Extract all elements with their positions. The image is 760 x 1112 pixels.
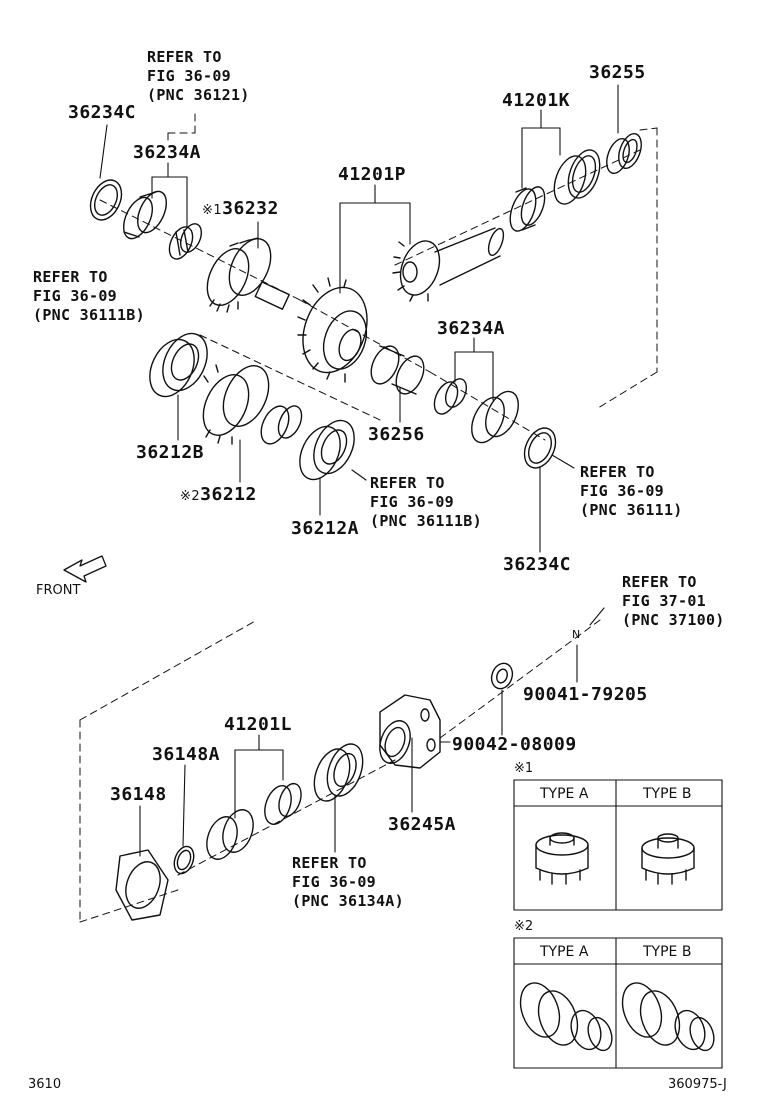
bearing-race-36234A-top <box>122 190 168 240</box>
note-mark-2: ※2 <box>180 489 201 504</box>
refer-line-1: REFER TO <box>147 48 222 66</box>
inset-1-type-b: TYPE B <box>643 786 692 802</box>
race-36234A-mid <box>471 390 519 444</box>
refer-line-2: FIG 37-01 <box>622 592 706 610</box>
race-41201L <box>206 809 254 860</box>
part-label-36256: 36256 <box>368 424 425 445</box>
inset-2-gear-a <box>519 982 613 1052</box>
race-41201K <box>553 149 601 205</box>
part-label-36148: 36148 <box>110 784 167 805</box>
refer-box-pnc-37100: REFER TO FIG 37-01 (PNC 37100) <box>622 573 725 630</box>
refer-line-3: (PNC 37100) <box>622 611 725 629</box>
part-label-36234A-top: 36234A <box>133 142 202 163</box>
refer-line-3: (PNC 36111B) <box>33 306 145 324</box>
n-mark: N <box>572 628 581 641</box>
front-label: FRONT <box>36 583 81 598</box>
part-number: 36212 <box>200 484 257 505</box>
front-arrow-icon <box>63 555 107 583</box>
spacer-36256 <box>370 345 425 395</box>
leader-lines <box>99 84 619 857</box>
refer-box-pnc-36121: REFER TO FIG 36-09 (PNC 36121) <box>147 48 250 105</box>
refer-line-3: (PNC 36121) <box>147 86 250 104</box>
ring-gear-41201P <box>297 277 368 383</box>
gasket-36148 <box>115 849 169 921</box>
note-mark-1: ※1 <box>202 203 223 218</box>
inset-2-frame <box>513 937 723 1069</box>
refer-line-3: (PNC 36111B) <box>370 512 482 530</box>
roller-bearing-41201L <box>264 782 302 825</box>
centerline-upper <box>99 109 658 441</box>
refer-box-pnc-36111: REFER TO FIG 36-09 (PNC 36111) <box>580 463 683 520</box>
part-label-36212A: 36212A <box>291 518 360 539</box>
washer-90042 <box>490 662 514 690</box>
part-label-36234A-mid: 36234A <box>437 318 506 339</box>
inset-2-type-a: TYPE A <box>540 944 589 960</box>
case-36245A <box>379 694 441 769</box>
part-label-36234C-mid: 36234C <box>503 554 572 575</box>
bearing-41201K <box>509 186 546 232</box>
refer-line-2: FIG 36-09 <box>370 493 454 511</box>
refer-line-1: REFER TO <box>370 474 445 492</box>
part-label-36232: ※136232 <box>202 200 279 218</box>
roller-bearing-36234A-top <box>168 223 203 260</box>
refer-line-2: FIG 36-09 <box>147 67 231 85</box>
refer-box-pnc-36111b-upper: REFER TO FIG 36-09 (PNC 36111B) <box>33 268 145 325</box>
seal-36148A <box>173 845 195 875</box>
ball-bearing-36212B <box>149 332 208 398</box>
part-label-90042-08009: 90042-08009 <box>452 734 577 755</box>
inset-2-mark: ※2 <box>514 919 534 934</box>
refer-line-2: FIG 36-09 <box>292 873 376 891</box>
part-label-36212: ※236212 <box>180 486 257 504</box>
footer-illustration-code: 360975-J <box>668 1077 727 1092</box>
refer-line-3: (PNC 36134A) <box>292 892 404 910</box>
refer-line-1: REFER TO <box>622 573 697 591</box>
refer-box-pnc-36111b-lower: REFER TO FIG 36-09 (PNC 36111B) <box>370 474 482 531</box>
part-label-36255: 36255 <box>589 62 646 83</box>
ball-bearing-36134A <box>313 743 364 802</box>
refer-line-2: FIG 36-09 <box>33 287 117 305</box>
inset-1-type-a: TYPE A <box>540 786 589 802</box>
snap-ring-36234C-mid <box>523 427 557 469</box>
inset-1-frame <box>513 779 723 911</box>
part-label-36212B: 36212B <box>136 442 205 463</box>
ball-bearing-36212A <box>299 419 355 481</box>
pinion-gear-41201P <box>392 227 505 302</box>
refer-line-1: REFER TO <box>33 268 108 286</box>
gear-36212 <box>202 364 303 445</box>
part-number: 36232 <box>222 198 279 219</box>
snap-ring-36234C-top <box>89 179 123 221</box>
refer-box-pnc-36134a: REFER TO FIG 36-09 (PNC 36134A) <box>292 854 404 911</box>
inset-2-gear-b <box>621 982 715 1052</box>
roller-bearing-36234A-mid <box>433 378 468 415</box>
inset-1-gear-b <box>641 833 695 885</box>
part-label-36148A: 36148A <box>152 744 221 765</box>
part-label-90041-79205: 90041-79205 <box>523 684 648 705</box>
gear-36232 <box>206 237 290 313</box>
refer-line-1: REFER TO <box>580 463 655 481</box>
part-label-36234C-top: 36234C <box>68 102 137 123</box>
part-label-41201L: 41201L <box>224 714 293 735</box>
refer-line-3: (PNC 36111) <box>580 501 683 519</box>
cap-36255 <box>606 133 642 174</box>
refer-line-1: REFER TO <box>292 854 367 872</box>
part-label-41201K: 41201K <box>502 90 571 111</box>
inset-1-mark: ※1 <box>514 761 534 776</box>
footer-figure-number: 3610 <box>28 1077 62 1092</box>
part-label-36245A: 36245A <box>388 814 457 835</box>
refer-line-2: FIG 36-09 <box>580 482 664 500</box>
inset-1-gear-a <box>535 832 589 885</box>
part-label-41201P: 41201P <box>338 164 407 185</box>
inset-2-type-b: TYPE B <box>643 944 692 960</box>
